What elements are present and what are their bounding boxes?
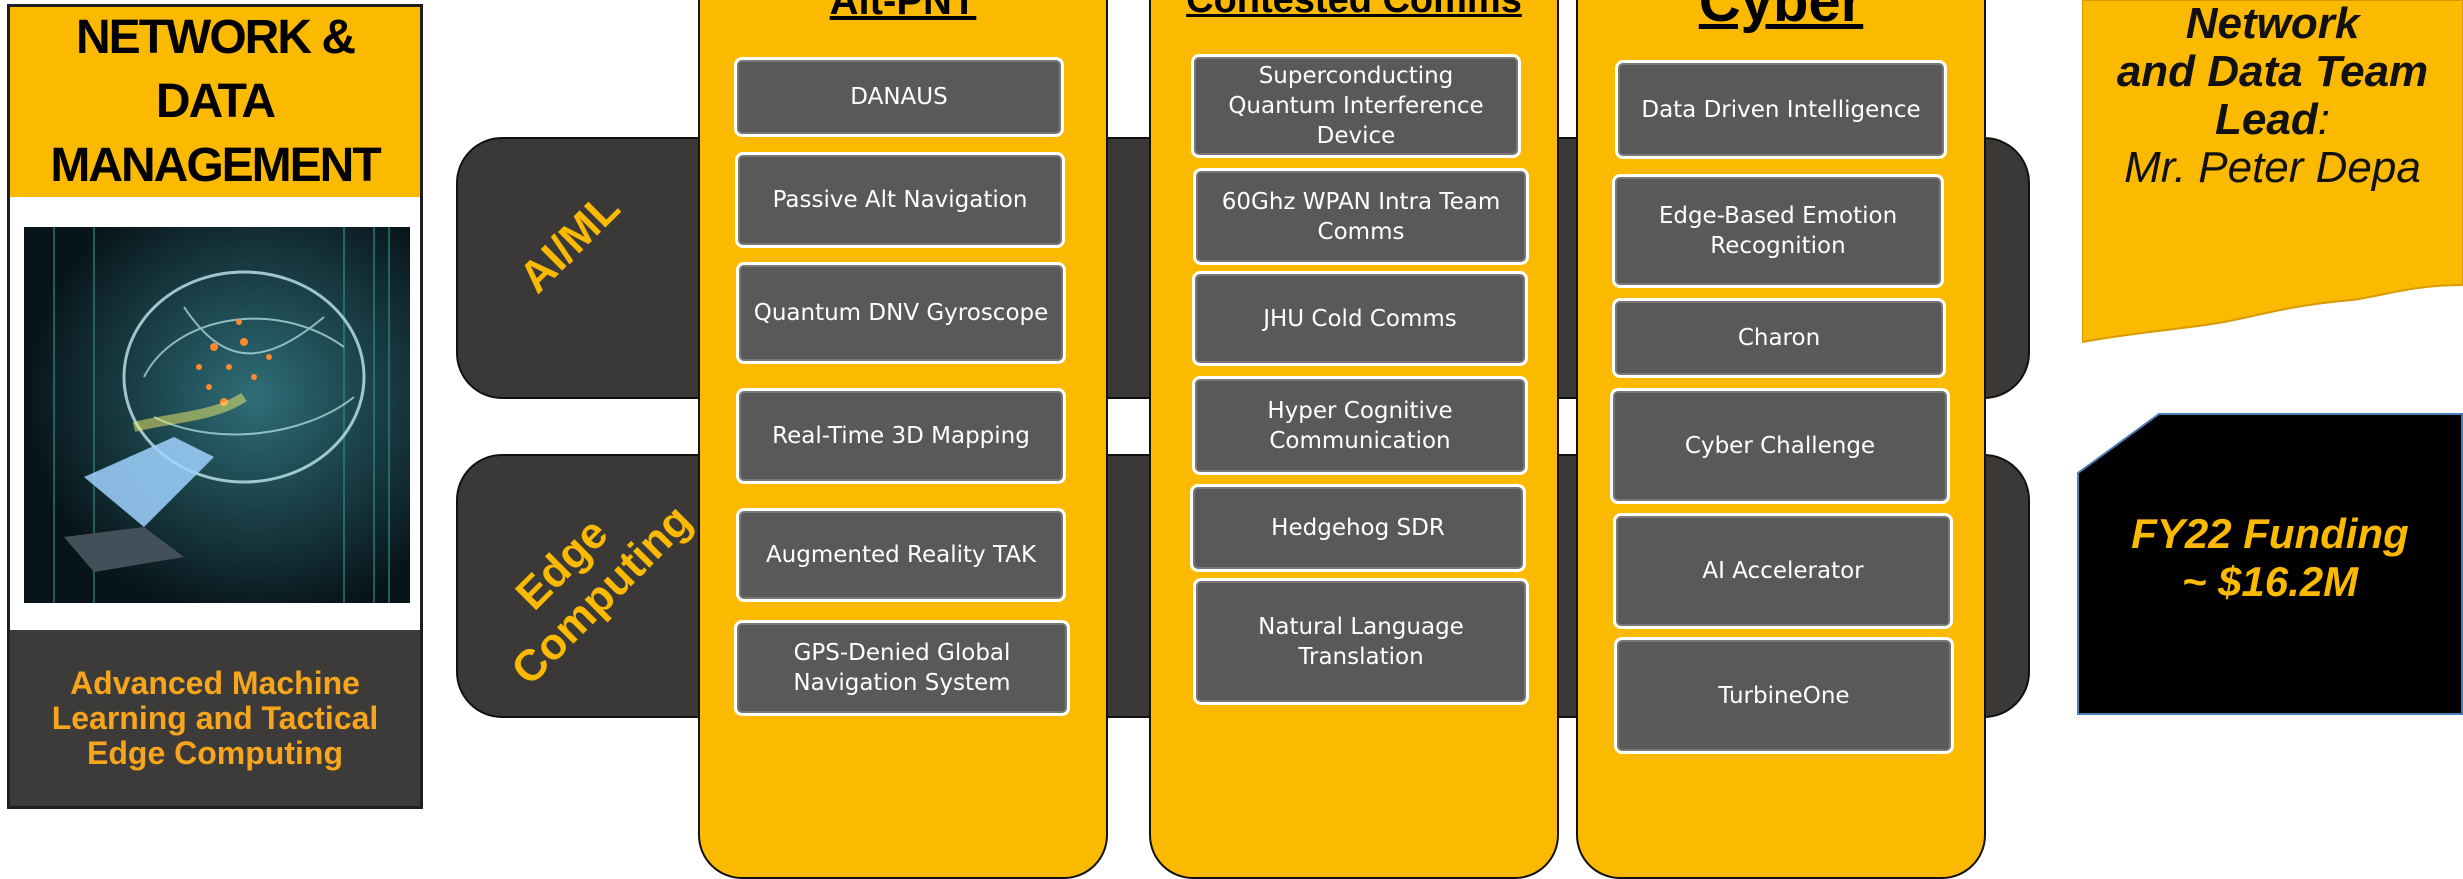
team-lead-name: Mr. Peter Depa xyxy=(2124,143,2421,192)
contested-comms-title: Contested Comms xyxy=(1186,0,1522,21)
item-danaus: DANAUS xyxy=(734,57,1064,137)
funding-line1: FY22 Funding xyxy=(2131,510,2409,557)
item-ai-accelerator: AI Accelerator xyxy=(1613,513,1953,629)
team-lead-text: Network and Data Team Lead: Mr. Peter De… xyxy=(2082,0,2463,192)
item-hedgehog-sdr: Hedgehog SDR xyxy=(1190,484,1526,572)
funding-text: FY22 Funding ~ $16.2M xyxy=(2077,510,2463,606)
funding-line2: ~ $16.2M xyxy=(2181,558,2359,605)
alt-pnt-title: Alt-PNT xyxy=(829,0,977,23)
team-lead-line3: Lead: xyxy=(2082,96,2463,144)
item-edge-emotion-recognition: Edge-Based Emotion Recognition xyxy=(1612,174,1944,288)
item-quantum-dnv-gyroscope: Quantum DNV Gyroscope xyxy=(736,262,1066,364)
item-gps-denied-navigation: GPS-Denied Global Navigation System xyxy=(734,620,1070,716)
item-hyper-cognitive: Hyper Cognitive Communication xyxy=(1192,376,1528,475)
program-caption: Advanced Machine Learning and Tactical E… xyxy=(10,630,420,806)
team-lead-colon: : xyxy=(2317,95,2330,144)
item-squid: Superconducting Quantum Interference Dev… xyxy=(1191,54,1521,158)
item-turbineone: TurbineOne xyxy=(1614,637,1954,754)
program-title: NETWORK & DATA MANAGEMENT xyxy=(10,7,420,197)
cyber-title: Cyber xyxy=(1698,0,1864,34)
item-natural-language-translation: Natural Language Translation xyxy=(1193,578,1529,705)
program-card: NETWORK & DATA MANAGEMENT xyxy=(7,4,423,809)
item-real-time-3d-mapping: Real-Time 3D Mapping xyxy=(736,388,1066,484)
item-passive-alt-navigation: Passive Alt Navigation xyxy=(735,152,1065,248)
team-lead-word: Lead xyxy=(2215,95,2318,144)
funding-callout xyxy=(2077,413,2463,715)
item-data-driven-intelligence: Data Driven Intelligence xyxy=(1615,60,1947,159)
item-60ghz-wpan: 60Ghz WPAN Intra Team Comms xyxy=(1193,168,1529,265)
item-charon: Charon xyxy=(1612,298,1946,378)
brain-laptop-image xyxy=(24,227,410,603)
item-augmented-reality-tak: Augmented Reality TAK xyxy=(736,508,1066,602)
item-jhu-cold-comms: JHU Cold Comms xyxy=(1192,271,1528,366)
team-lead-line2: and Data Team xyxy=(2116,47,2429,96)
team-lead-line1: Network xyxy=(2185,0,2360,48)
item-cyber-challenge: Cyber Challenge xyxy=(1610,388,1950,504)
team-lead-callout xyxy=(2082,0,2463,344)
